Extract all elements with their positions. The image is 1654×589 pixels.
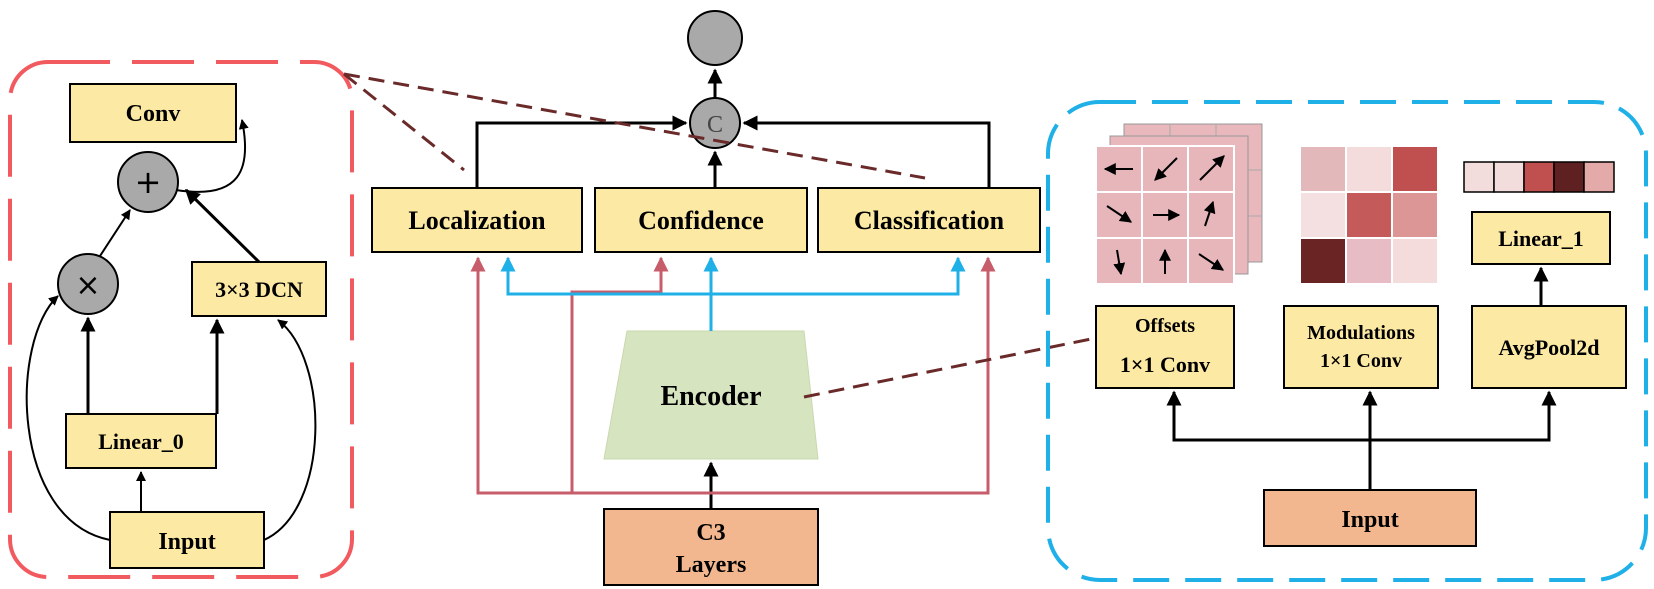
connector-encoder-to-offsets bbox=[803, 336, 1097, 399]
left-module-dashed-border bbox=[8, 60, 354, 579]
connector-left-to-classification bbox=[343, 72, 926, 180]
avgpool-box bbox=[1471, 305, 1627, 389]
linear1-label: Linear_1 bbox=[1498, 226, 1584, 251]
right-input-label: Input bbox=[1341, 507, 1398, 533]
left-arrow-add-to-conv bbox=[175, 119, 249, 193]
output-node bbox=[687, 10, 743, 66]
confidence-label: Confidence bbox=[638, 206, 764, 235]
linear0-label: Linear_0 bbox=[98, 429, 184, 454]
arrow-classification-to-concat bbox=[742, 115, 991, 188]
arrow-input-to-avgpool bbox=[1370, 390, 1557, 442]
blue-branch-to-localization bbox=[500, 256, 711, 296]
left-arrow-input-to-multiply bbox=[25, 295, 111, 541]
arrow-localization-to-concat bbox=[475, 115, 688, 188]
confidence-box bbox=[594, 187, 808, 253]
offsets-conv-box bbox=[1095, 305, 1235, 389]
dcn-label: 3×3 DCN bbox=[215, 277, 303, 302]
modulations-label-line2: 1×1 Conv bbox=[1320, 350, 1402, 372]
encoder-label: Encoder bbox=[660, 381, 761, 412]
left-arrow-input-to-dcn bbox=[263, 319, 317, 541]
classification-box bbox=[817, 187, 1041, 253]
multiply-node-symbol: × bbox=[75, 268, 100, 303]
left-input-label: Input bbox=[158, 529, 215, 555]
localization-box bbox=[371, 187, 583, 253]
attention-vector bbox=[1463, 161, 1615, 193]
modulations-heatmap bbox=[1299, 145, 1439, 285]
red-skip-to-localization bbox=[470, 256, 711, 495]
offsets-label-line2: 1×1 Conv bbox=[1120, 352, 1210, 377]
connector-left-to-localization bbox=[343, 72, 465, 172]
multiply-node bbox=[57, 253, 119, 315]
left-conv-box bbox=[69, 83, 237, 143]
blue-branch-to-classification bbox=[711, 256, 966, 296]
modulations-conv-box bbox=[1283, 305, 1439, 389]
c3-label-line2: Layers bbox=[676, 552, 747, 578]
dcn-box bbox=[191, 261, 327, 317]
right-module-dashed-border bbox=[1046, 100, 1648, 582]
localization-label: Localization bbox=[408, 206, 546, 235]
red-skip-to-classification bbox=[711, 256, 996, 495]
left-arrow-dcn-to-add bbox=[184, 188, 261, 264]
c3-layers-box bbox=[603, 508, 819, 586]
left-input-box bbox=[109, 511, 265, 569]
c3-label-line1: C3 bbox=[696, 520, 725, 546]
classification-label: Classification bbox=[854, 206, 1005, 235]
linear0-box bbox=[65, 413, 217, 469]
modulations-label-line1: Modulations bbox=[1307, 322, 1415, 344]
red-skip-to-confidence bbox=[570, 256, 669, 493]
left-arrow-multiply-to-add bbox=[99, 209, 131, 257]
encoder-block bbox=[603, 330, 819, 460]
offsets-grid-front bbox=[1095, 145, 1235, 285]
add-node-symbol: + bbox=[135, 163, 162, 201]
arrow-input-to-offsets bbox=[1166, 390, 1370, 442]
offsets-label-line1: Offsets bbox=[1135, 315, 1195, 337]
concat-label: C bbox=[707, 112, 723, 138]
avgpool-label: AvgPool2d bbox=[1498, 335, 1599, 360]
linear1-box bbox=[1471, 211, 1611, 265]
right-input-box bbox=[1263, 489, 1477, 547]
add-node bbox=[117, 151, 179, 213]
left-conv-label: Conv bbox=[126, 101, 181, 127]
